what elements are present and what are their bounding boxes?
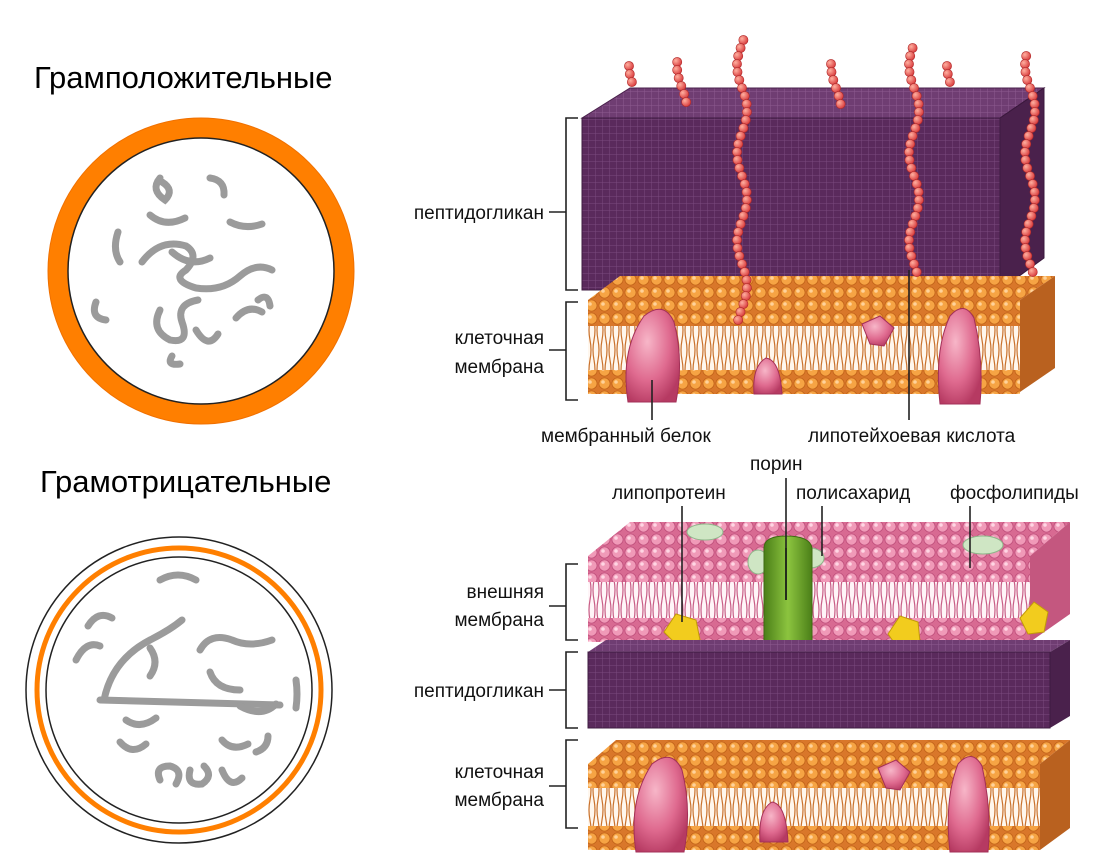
gn-cell-membrane-bracket [565,739,578,829]
teichoic-bead [904,243,915,253]
teichoic-bead [732,155,743,165]
gn-cell-membrane-label-2: мембрана [454,790,544,811]
teichoic-bead [733,227,744,237]
teichoic-bead [1020,67,1031,77]
teichoic-bead [1027,267,1038,277]
teichoic-bead [905,227,916,237]
gn-peptidoglycan-label: пептидогликан [414,681,544,702]
dna-strands-gn [72,571,301,788]
teichoic-bead [1021,51,1032,61]
outer-membrane-bracket [565,563,578,641]
teichoic-bead [905,139,916,149]
teichoic-bead [627,77,637,87]
teichoic-bead [1027,91,1038,101]
teichoic-bead [732,67,743,77]
cell-membrane-bracket [565,301,578,401]
outer-membrane-label-2: мембрана [454,610,544,631]
teichoic-bead [1020,155,1031,165]
phospholipids-label: фосфолипиды [950,483,1079,504]
gp-peptidoglycan-label: пептидогликан [414,203,544,224]
lipoprotein-label: липопротеин [612,483,726,504]
teichoic-bead [1030,195,1040,205]
gram-negative-title: Грамотрицательные [40,464,331,499]
polysaccharide-label: полисахарид [796,483,910,504]
teichoic-bead [739,179,750,189]
gn-peptidoglycan-bracket [565,651,578,729]
membrane-protein-label: мембранный белок [541,426,712,447]
teichoic-bead [1021,227,1032,237]
peptidoglycan-block [580,87,1046,291]
teichoic-bead [835,99,846,109]
teichoic-bead [1027,179,1038,189]
gp-cell-membrane-label-1: клеточная [455,328,544,349]
teichoic-bead [742,107,752,117]
teichoic-bead [742,283,752,293]
lipoteichoic-acid-label: липотейхоевая кислота [808,426,1016,447]
teichoic-bead [624,69,635,79]
gn-cell-membrane-label-1: клеточная [455,762,544,783]
thin-peptidoglycan-ring [34,545,324,835]
gram-positive-wall-model: пептидогликан клеточная мембрана мембран… [414,35,1055,447]
teichoic-bead [739,91,750,101]
teichoic-bead [911,179,922,189]
outer-membrane-label-1: внешняя [467,582,544,603]
peptidoglycan-bracket [565,117,578,291]
cytoplasm [67,137,335,405]
gram-negative-cell [25,536,333,844]
teichoic-bead [914,107,924,117]
gram-positive-membrane-proteins [625,308,982,405]
teichoic-bead [742,195,752,205]
porin-label: порин [750,454,803,475]
teichoic-bead [914,195,924,205]
teichoic-bead [1030,107,1040,117]
teichoic-bead [911,267,922,277]
teichoic-bead [911,91,922,101]
teichoic-bead [945,77,955,87]
teichoic-bead [942,69,953,79]
gram-positive-title: Грамположительные [34,60,333,95]
teichoic-bead [904,67,915,77]
teichoic-bead [1020,243,1031,253]
lipoteichoic-acid-chains [624,35,1040,325]
gn-cell-membrane [588,740,1070,853]
gp-cell-membrane-label-2: мембрана [454,357,544,378]
gram-negative-wall-model: порин липопротеин полисахарид фосфолипид… [414,454,1079,853]
teichoic-bead [733,315,744,325]
inner-cytoplasm [45,556,313,824]
teichoic-bead [739,267,750,277]
teichoic-bead [732,243,743,253]
teichoic-bead [672,65,683,75]
teichoic-bead [681,97,692,107]
gram-positive-cell [47,117,355,425]
teichoic-bead [1021,139,1032,149]
teichoic-bead [679,89,689,99]
gn-peptidoglycan [587,640,1070,729]
porin [763,535,813,649]
teichoic-bead [905,51,916,61]
teichoic-bead [733,51,744,61]
outer-membrane [588,522,1070,649]
teichoic-bead [833,91,844,101]
teichoic-bead [826,67,837,77]
teichoic-bead [733,139,744,149]
dna-strands [90,174,276,368]
teichoic-bead [904,155,915,165]
